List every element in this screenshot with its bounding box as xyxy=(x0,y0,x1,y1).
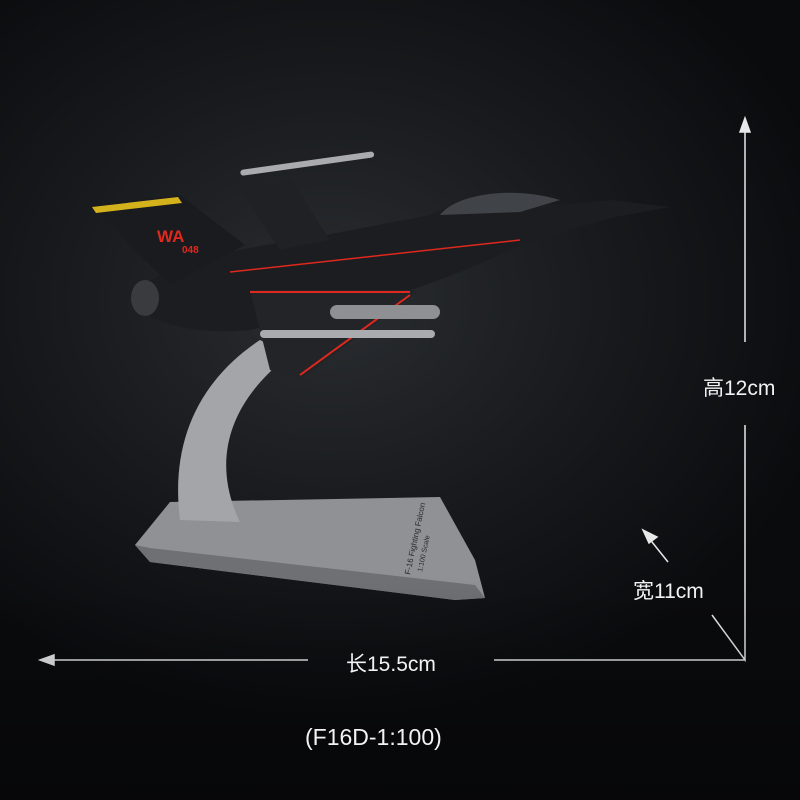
missile xyxy=(260,330,435,338)
model-caption: (F16D-1:100) xyxy=(305,724,442,750)
canopy xyxy=(440,192,560,215)
height-bottom-line xyxy=(711,425,746,663)
display-stand: F-16 Fighting Falcon 1:100 Scale xyxy=(135,340,485,600)
length-arrow-icon xyxy=(37,653,55,667)
engine-nozzle xyxy=(131,280,159,316)
f16-aircraft: WA 048 xyxy=(90,151,670,380)
fuel-tank xyxy=(330,305,440,319)
height-arrow-icon xyxy=(738,115,752,133)
missile xyxy=(240,151,375,176)
length-label: 长15.5cm xyxy=(346,653,436,676)
width-arrow-icon xyxy=(641,528,659,545)
wing-upper xyxy=(240,178,330,250)
tail-checker-stripe xyxy=(92,197,182,213)
tail-fin xyxy=(90,195,245,285)
tail-code: WA xyxy=(157,227,184,246)
width-label: 宽11cm xyxy=(633,580,704,603)
height-label: 高12cm xyxy=(703,377,776,400)
tail-serial: 048 xyxy=(182,245,199,256)
